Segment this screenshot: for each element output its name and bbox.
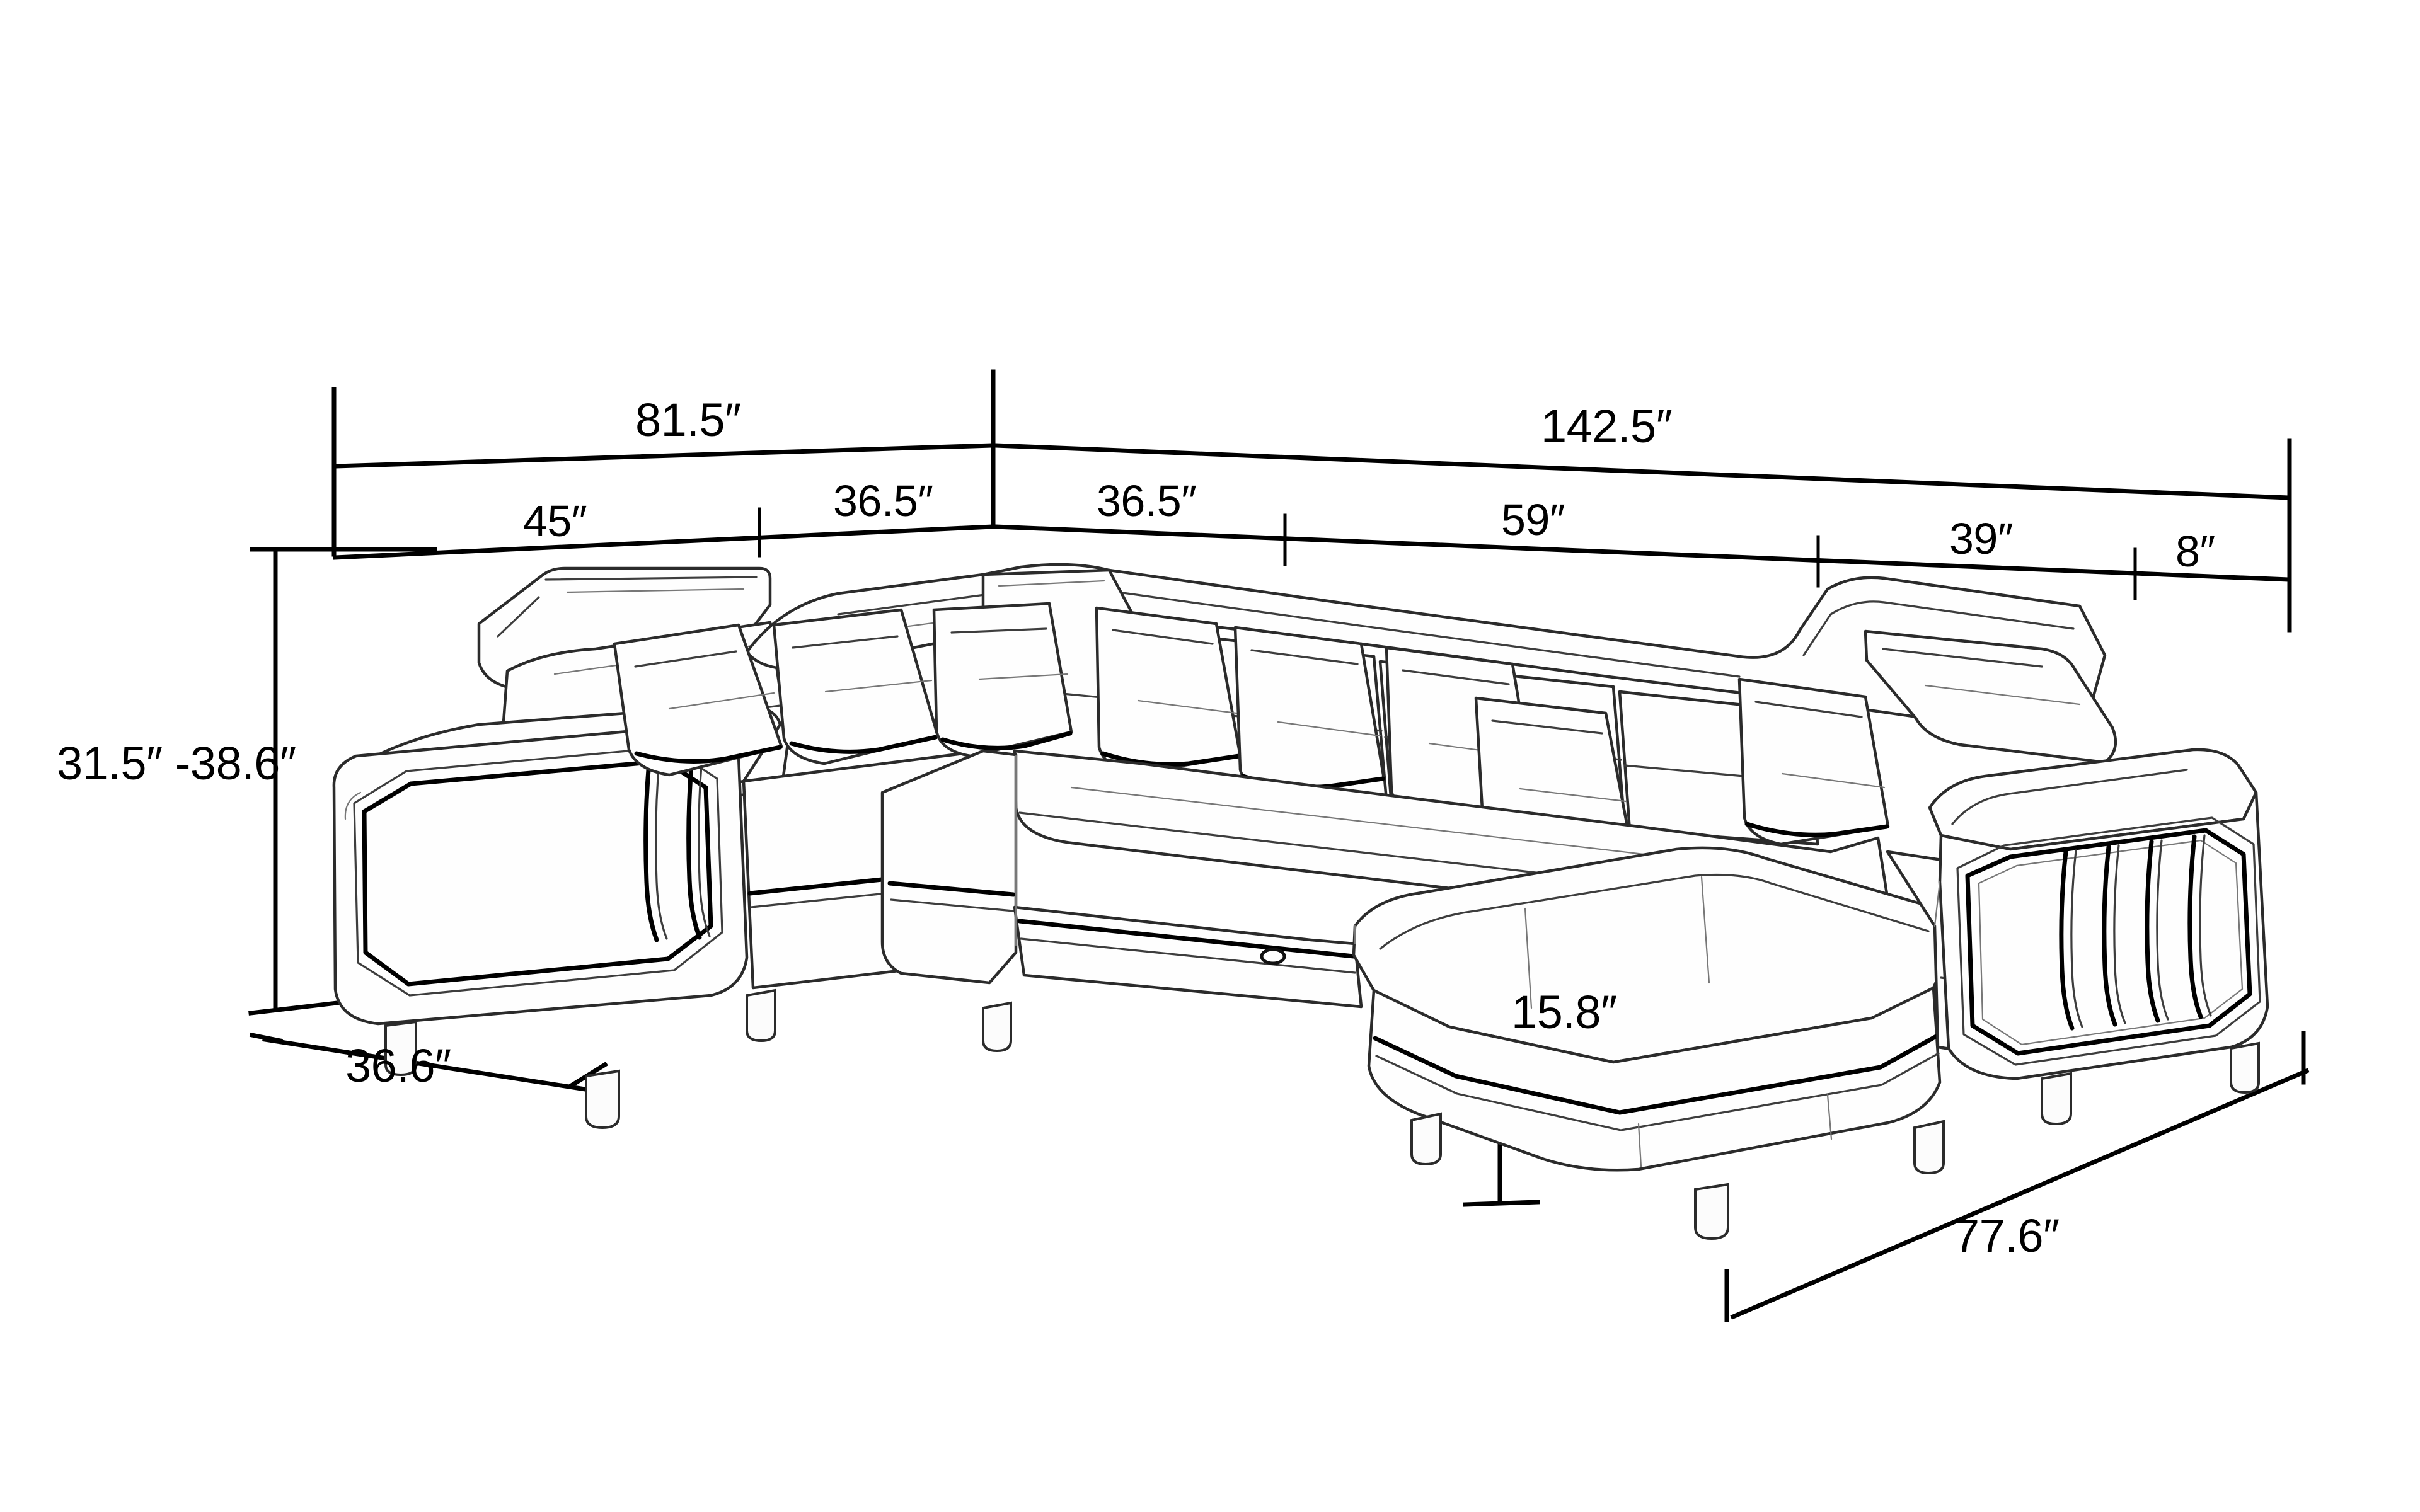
- left-arm-panel: [332, 724, 749, 1026]
- dim-label-left-section-width: 81.5″: [635, 394, 741, 446]
- seat-front-skirt: [1013, 905, 1363, 1009]
- dim-label-back-height-range: 31.5″ -38.6″: [57, 737, 296, 789]
- dim-label-chaise-seat-height: 15.8″: [1511, 986, 1617, 1038]
- dim-label-chaise-length: 77.6″: [1954, 1210, 2060, 1262]
- dim-line-81-5: [333, 443, 994, 469]
- dim-label-left-depth: 36.6″: [345, 1040, 451, 1092]
- dim-line-142-5: [993, 443, 2291, 500]
- dim-label-seg-39: 39″: [1949, 514, 2014, 563]
- dim-label-right-section-width: 142.5″: [1541, 400, 1673, 452]
- right-arm-panel: [1928, 748, 2269, 1126]
- dim-line-row2-right: [993, 524, 2291, 582]
- dim-label-seg-36-5-a: 36.5″: [833, 476, 933, 525]
- corner-wedge-seat: [880, 749, 1018, 985]
- structural-seams: [1015, 755, 1941, 946]
- dim-label-seg-45: 45″: [523, 496, 587, 546]
- chaise-module: [1352, 846, 1955, 1240]
- dim-label-seg-59: 59″: [1501, 495, 1565, 544]
- dim-line-depth-left: [262, 1037, 592, 1092]
- dim-label-seg-8: 8″: [2175, 527, 2215, 576]
- dim-line-row2-left: [333, 524, 994, 560]
- seat-height-tick-bottom: [1463, 1200, 1540, 1207]
- throw-pillows-left: [613, 602, 1073, 777]
- depth-left-arrow-a: [249, 1032, 284, 1044]
- left-legs: [384, 988, 1012, 1130]
- headrest-right: [1864, 629, 2118, 764]
- dim-label-seg-36-5-b: 36.5″: [1097, 476, 1197, 525]
- dim-line-chaise-length: [1730, 1068, 2310, 1320]
- seat-hardware-detail: [1260, 948, 1286, 965]
- left-arm-grooves: [643, 757, 711, 942]
- sofa-illustration: [332, 563, 2269, 1240]
